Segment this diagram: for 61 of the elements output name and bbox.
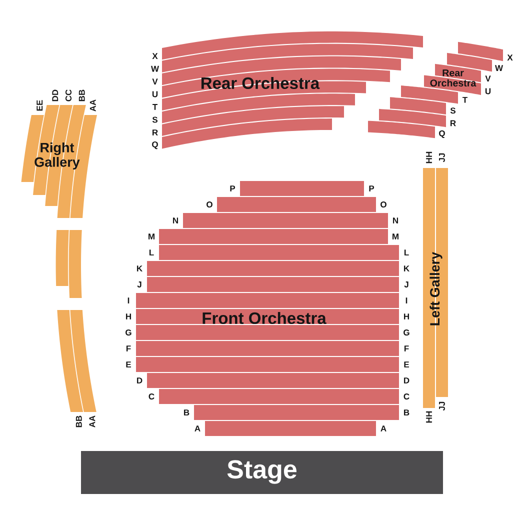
row-label: CC bbox=[66, 90, 72, 102]
row-label: BB bbox=[78, 90, 85, 102]
row-label: J bbox=[137, 282, 142, 288]
row-label: JJ bbox=[439, 402, 445, 411]
row-label: M bbox=[148, 234, 154, 240]
row-label: F bbox=[404, 346, 409, 352]
row-label: W bbox=[151, 66, 159, 72]
row-label: L bbox=[149, 250, 154, 256]
row-label: I bbox=[406, 298, 408, 304]
row-label: R bbox=[152, 130, 158, 136]
row-label: HH bbox=[426, 152, 432, 164]
row-label: EE bbox=[36, 100, 43, 111]
row-label: K bbox=[404, 266, 410, 272]
row-label: X bbox=[152, 53, 158, 59]
stage-block: Stage bbox=[81, 451, 443, 494]
row-label: B bbox=[184, 410, 190, 416]
row-label: N bbox=[173, 218, 178, 224]
row-label: Q bbox=[152, 141, 158, 150]
row-label: P bbox=[369, 186, 374, 192]
row-label: U bbox=[485, 88, 491, 94]
row-label: I bbox=[128, 298, 130, 304]
row-label: DD bbox=[52, 90, 58, 102]
row-label: L bbox=[404, 250, 409, 256]
row-label: HH bbox=[426, 411, 432, 423]
row-label: X bbox=[507, 54, 513, 60]
row-label: V bbox=[485, 76, 491, 82]
row-label: E bbox=[404, 362, 409, 368]
row-label: Q bbox=[439, 130, 445, 138]
row-label: T bbox=[152, 104, 158, 110]
row-label: S bbox=[152, 116, 158, 123]
row-label: AA bbox=[89, 416, 96, 428]
row-label: U bbox=[152, 91, 158, 98]
row-label: V bbox=[152, 78, 158, 84]
row-label: JJ bbox=[439, 153, 445, 162]
row-label: S bbox=[450, 108, 456, 114]
row-label: BB bbox=[76, 416, 82, 428]
row-label: B bbox=[404, 410, 410, 416]
row-label: C bbox=[148, 394, 154, 400]
row-label: J bbox=[404, 282, 408, 288]
seating-section bbox=[56, 230, 82, 298]
row-label: T bbox=[462, 96, 468, 103]
row-label: F bbox=[126, 346, 131, 352]
row-label: G bbox=[404, 330, 410, 336]
row-label: W bbox=[495, 65, 503, 71]
row-label: C bbox=[404, 394, 410, 400]
row-label: R bbox=[450, 120, 456, 126]
row-label: E bbox=[126, 362, 131, 368]
row-label: AA bbox=[90, 100, 96, 112]
row-label: N bbox=[393, 218, 398, 224]
row-label: O bbox=[380, 202, 386, 208]
row-label: M bbox=[392, 234, 398, 240]
row-label: K bbox=[137, 266, 142, 272]
row-label: H bbox=[126, 314, 131, 320]
row-label: A bbox=[380, 426, 386, 432]
row-label: P bbox=[230, 186, 236, 192]
row-label: D bbox=[404, 378, 410, 384]
row-label: O bbox=[206, 202, 212, 208]
row-label: D bbox=[137, 378, 142, 384]
row-label: G bbox=[126, 330, 132, 336]
row-label: A bbox=[194, 426, 200, 432]
row-label: H bbox=[404, 314, 409, 320]
